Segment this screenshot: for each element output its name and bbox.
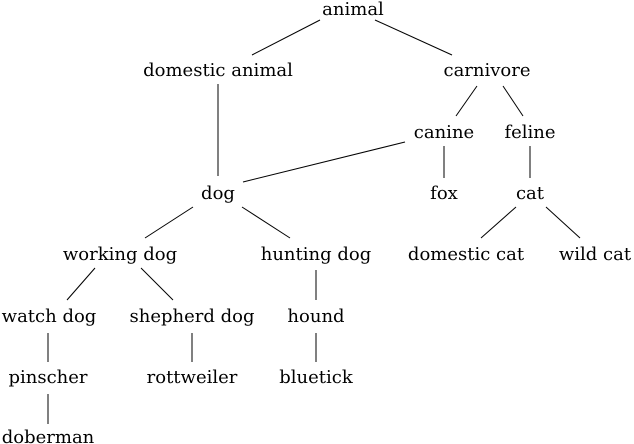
node-carnivore: carnivore	[443, 60, 530, 81]
node-doberman: doberman	[2, 427, 95, 444]
node-domestic-cat: domestic cat	[408, 244, 525, 265]
node-dog: dog	[201, 183, 235, 204]
node-canine: canine	[414, 122, 474, 143]
edge-canine-dog	[242, 141, 406, 183]
node-fox: fox	[430, 183, 458, 204]
edge-animal-carnivore	[374, 19, 453, 56]
edge-carnivore-canine	[455, 85, 478, 117]
node-hound: hound	[287, 306, 344, 327]
node-cat: cat	[516, 183, 545, 204]
edge-carnivore-feline	[502, 85, 524, 117]
node-pinscher: pinscher	[8, 367, 87, 388]
node-domestic-animal: domestic animal	[143, 60, 293, 81]
node-rottweiler: rottweiler	[147, 367, 238, 388]
node-wild-cat: wild cat	[559, 244, 632, 265]
edge-working-dog-shepherd-dog	[140, 267, 174, 301]
edge-working-dog-watch-dog	[66, 267, 96, 301]
node-animal: animal	[322, 0, 384, 20]
edge-dog-hunting-dog	[241, 206, 291, 239]
node-watch-dog: watch dog	[2, 306, 97, 327]
edge-cat-wild-cat	[545, 206, 581, 239]
node-shepherd-dog: shepherd dog	[130, 306, 255, 327]
edge-cat-domestic-cat	[480, 206, 517, 239]
edge-dog-working-dog	[144, 206, 194, 239]
node-hunting-dog: hunting dog	[261, 244, 372, 265]
node-feline: feline	[504, 122, 555, 143]
tree-edges	[47, 19, 581, 424]
node-bluetick: bluetick	[279, 367, 354, 388]
edge-animal-domestic-animal	[251, 19, 321, 56]
node-working-dog: working dog	[63, 244, 177, 265]
